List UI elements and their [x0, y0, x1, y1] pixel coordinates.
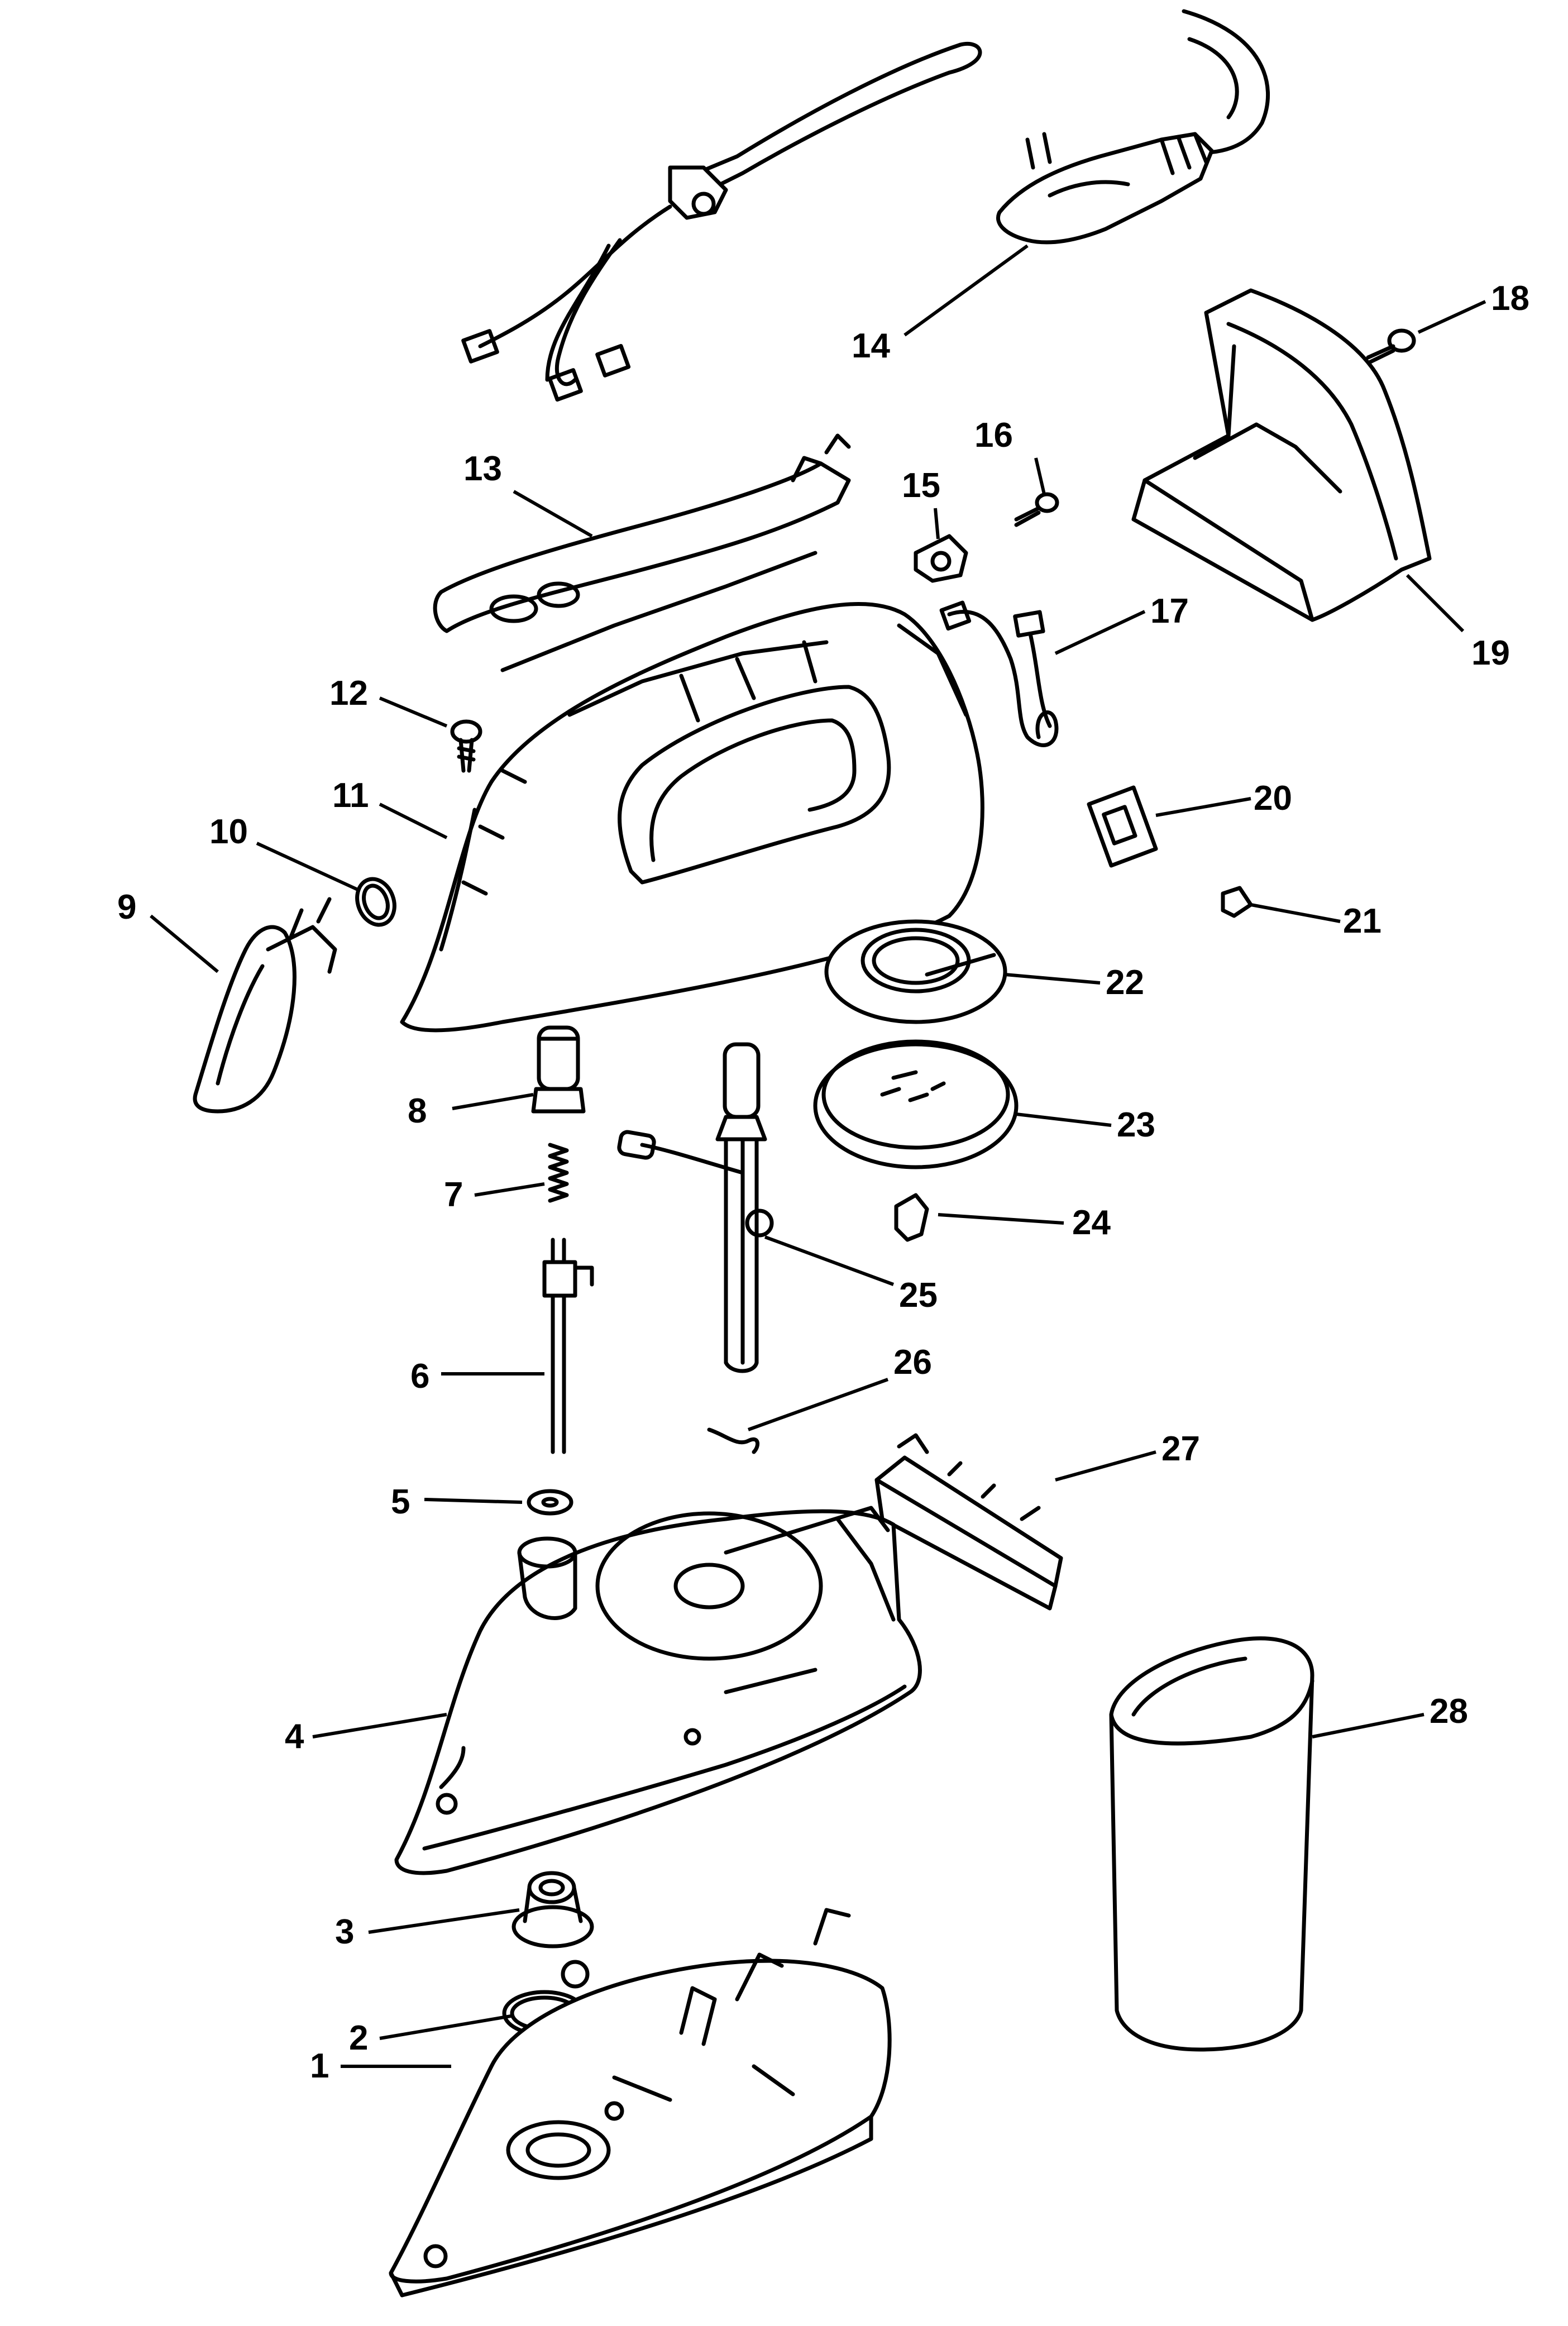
part-13-handle-cover: [433, 433, 851, 672]
part-19-rear-cover: [1131, 288, 1432, 622]
callout-19: 19: [1471, 634, 1510, 672]
callout-18: 18: [1491, 279, 1529, 318]
leader-20: [1155, 797, 1251, 817]
part-24-knob-insert: [894, 1193, 929, 1242]
leader-25: [764, 1235, 895, 1286]
part-20-switch: [1087, 785, 1158, 868]
callout-9: 9: [117, 888, 136, 926]
part-27-terminal-block: [874, 1433, 1063, 1611]
leader-9: [150, 914, 219, 973]
leader-13: [513, 490, 593, 538]
callout-20: 20: [1254, 779, 1292, 818]
part-14-cord-and-plug: [461, 9, 1270, 402]
leader-14: [903, 244, 1029, 337]
part-5-washer: [527, 1489, 573, 1516]
callout-2: 2: [349, 2019, 368, 2057]
part-16-screw: [1014, 492, 1059, 527]
callout-17: 17: [1150, 592, 1189, 631]
callout-7: 7: [444, 1176, 463, 1214]
callout-15: 15: [902, 466, 940, 505]
callout-21: 21: [1343, 902, 1381, 940]
part-15-cord-clip: [914, 534, 968, 583]
callout-24: 24: [1072, 1203, 1111, 1242]
part-18-screw: [1366, 328, 1416, 365]
callout-8: 8: [408, 1092, 427, 1130]
callout-12: 12: [329, 674, 368, 713]
callout-16: 16: [974, 416, 1013, 455]
callout-10: 10: [209, 813, 248, 851]
callout-26: 26: [893, 1343, 932, 1382]
leader-21: [1250, 903, 1341, 923]
leader-7: [474, 1182, 545, 1197]
leader-17: [1054, 610, 1146, 655]
part-7-spring: [548, 1143, 569, 1203]
leader-24: [938, 1213, 1064, 1225]
part-3-valve-seat: [511, 1871, 594, 1948]
callout-28: 28: [1430, 1692, 1468, 1731]
callout-1: 1: [310, 2047, 329, 2085]
part-21-small-connector: [1221, 886, 1253, 918]
part-8-button-cap: [531, 1025, 586, 1114]
callout-6: 6: [410, 1357, 429, 1396]
part-26-wire-clip: [707, 1427, 759, 1454]
leader-12: [379, 696, 448, 728]
leader-2: [379, 2014, 511, 2040]
leader-18: [1417, 300, 1486, 334]
callout-25: 25: [899, 1276, 938, 1315]
part-12-screw: [450, 719, 482, 773]
callout-23: 23: [1117, 1106, 1155, 1144]
leader-lines: [150, 244, 1486, 2068]
part-22-dial-plate: [824, 919, 1007, 1024]
leader-3: [368, 1908, 520, 1934]
callout-3: 3: [335, 1913, 354, 1951]
callout-14: 14: [852, 327, 890, 365]
part-25-pump-assembly: [617, 1042, 774, 1373]
leader-15: [934, 508, 940, 539]
part-1-soleplate-assembly: [389, 1908, 892, 2298]
leader-26: [747, 1378, 889, 1431]
leader-23: [1016, 1112, 1112, 1127]
leader-5: [424, 1498, 523, 1504]
callout-5: 5: [391, 1483, 410, 1521]
part-28-measuring-cup: [1109, 1636, 1314, 2052]
callout-4: 4: [285, 1717, 304, 1756]
leader-11: [379, 803, 448, 839]
part-9-front-nozzle-cover: [193, 897, 337, 1114]
part-6-valve-rod: [542, 1238, 594, 1454]
leader-19: [1406, 574, 1465, 633]
callout-11: 11: [332, 776, 369, 815]
leader-22: [1005, 973, 1101, 985]
leader-8: [452, 1093, 534, 1110]
leader-27: [1055, 1450, 1156, 1482]
part-11-handle-housing: [400, 601, 984, 1033]
leader-4: [312, 1713, 447, 1738]
callout-27: 27: [1161, 1430, 1200, 1468]
part-17-internal-wiring: [939, 600, 1059, 747]
leader-16: [1034, 457, 1046, 495]
leader-10: [256, 842, 361, 892]
part-23-thermostat-dial: [813, 1039, 1019, 1169]
callout-labels: 1 2 3 4 5 6 7 8 9 10 11 12 13 14 15 16 1…: [117, 279, 1529, 2085]
part-4-body-housing: [394, 1506, 922, 1875]
callout-22: 22: [1106, 963, 1144, 1002]
leader-28: [1312, 1713, 1424, 1738]
callout-13: 13: [463, 450, 502, 488]
part-10-o-ring: [355, 877, 396, 927]
